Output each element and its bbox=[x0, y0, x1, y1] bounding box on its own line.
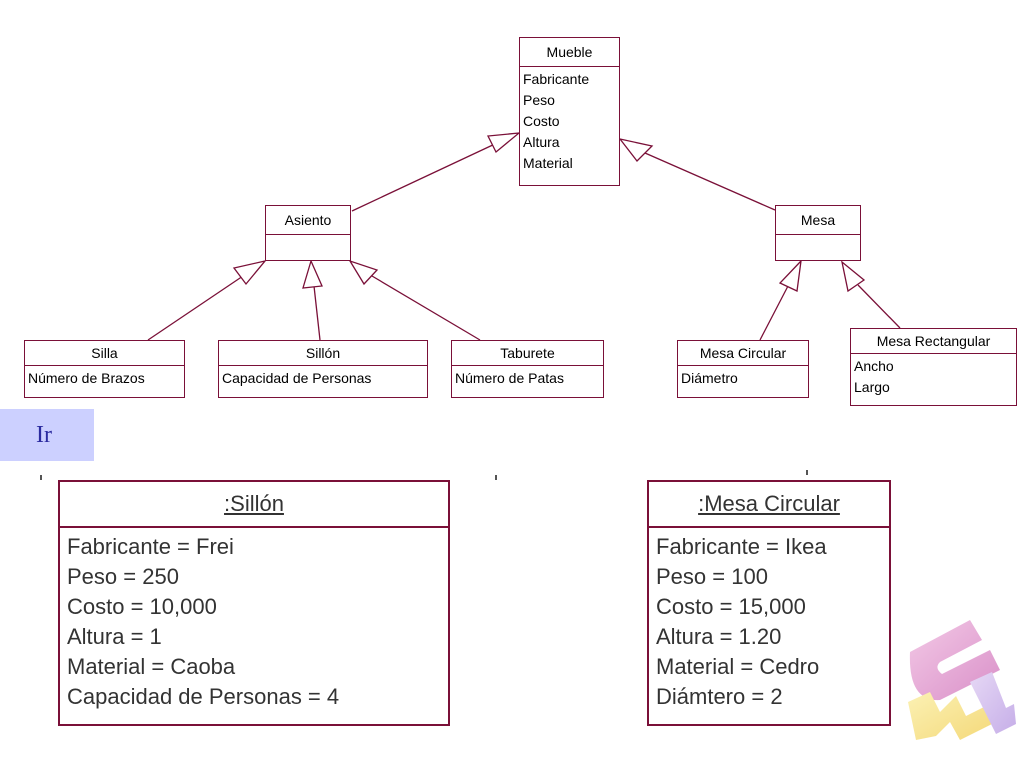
object-attribute: Diámtero = 2 bbox=[656, 684, 783, 709]
separator-mark bbox=[495, 475, 497, 480]
object-attribute: Material = Cedro bbox=[656, 654, 820, 679]
attribute: Altura bbox=[523, 134, 560, 150]
class-name: Silla bbox=[25, 341, 184, 366]
attribute: Número de Brazos bbox=[28, 370, 145, 386]
object-attribute: Capacidad de Personas = 4 bbox=[67, 684, 340, 709]
edge-mesacircular-mesa bbox=[759, 285, 789, 341]
arrowhead-mesa-mueble bbox=[618, 137, 654, 162]
object-attribute: Material = Caoba bbox=[67, 654, 236, 679]
class-name: Taburete bbox=[452, 341, 603, 366]
arrowhead-asiento-mueble bbox=[486, 132, 522, 154]
object-attribute: Peso = 100 bbox=[656, 564, 768, 589]
edge-asiento-mueble bbox=[351, 142, 498, 212]
class-name: Mesa bbox=[776, 206, 860, 235]
class-taburete: Taburete Número de Patas bbox=[451, 340, 604, 398]
class-silla: Silla Número de Brazos bbox=[24, 340, 185, 398]
edge-taburete-asiento bbox=[371, 275, 481, 341]
class-name: Mesa Circular bbox=[678, 341, 808, 366]
object-title: :Mesa Circular bbox=[649, 482, 889, 528]
class-mueble: Mueble Fabricante Peso Costo Altura Mate… bbox=[519, 37, 620, 186]
object-attribute: Fabricante = Ikea bbox=[656, 534, 827, 559]
attribute: Ancho bbox=[854, 358, 894, 374]
ir-button[interactable]: Ir bbox=[0, 409, 94, 461]
arrowhead-mesacircular-mesa bbox=[778, 259, 802, 292]
object-mesa-circular: :Mesa Circular Fabricante = Ikea Peso = … bbox=[647, 480, 891, 726]
attribute: Material bbox=[523, 155, 573, 171]
arrowhead-mesarectangular-mesa bbox=[840, 260, 866, 293]
class-mesa-rectangular: Mesa Rectangular Ancho Largo bbox=[850, 328, 1017, 406]
class-asiento: Asiento bbox=[265, 205, 351, 261]
class-name: Mesa Rectangular bbox=[851, 329, 1016, 354]
attribute: Costo bbox=[523, 113, 560, 129]
object-attribute: Peso = 250 bbox=[67, 564, 179, 589]
class-name: Mueble bbox=[520, 38, 619, 67]
object-attribute: Costo = 15,000 bbox=[656, 594, 806, 619]
arrowhead-sillon-asiento bbox=[302, 259, 323, 289]
edge-sillon-asiento bbox=[313, 285, 321, 341]
attribute: Peso bbox=[523, 92, 555, 108]
attribute: Número de Patas bbox=[455, 370, 564, 386]
attribute: Fabricante bbox=[523, 71, 590, 87]
object-attribute: Altura = 1.20 bbox=[656, 624, 782, 649]
object-attribute: Altura = 1 bbox=[67, 624, 162, 649]
separator-mark bbox=[40, 475, 42, 480]
attribute: Capacidad de Personas bbox=[222, 370, 372, 386]
class-name: Asiento bbox=[266, 206, 350, 235]
class-name: Sillón bbox=[219, 341, 427, 366]
attribute: Largo bbox=[854, 379, 890, 395]
class-mesa: Mesa bbox=[775, 205, 861, 261]
class-mesa-circular: Mesa Circular Diámetro bbox=[677, 340, 809, 398]
object-attribute: Costo = 10,000 bbox=[67, 594, 217, 619]
edge-silla-asiento bbox=[147, 275, 244, 341]
object-sillon: :Sillón Fabricante = Frei Peso = 250 Cos… bbox=[58, 480, 450, 726]
edge-mesarectangular-mesa bbox=[857, 284, 901, 329]
separator-mark bbox=[806, 470, 808, 475]
uml-logo-icon bbox=[908, 620, 1016, 740]
class-sillon: Sillón Capacidad de Personas bbox=[218, 340, 428, 398]
arrowhead-silla-asiento bbox=[232, 259, 267, 286]
object-attribute: Fabricante = Frei bbox=[67, 534, 234, 559]
object-title: :Sillón bbox=[60, 482, 448, 528]
attribute: Diámetro bbox=[681, 370, 738, 386]
edge-mesa-mueble bbox=[644, 152, 776, 211]
arrowhead-taburete-asiento bbox=[348, 259, 379, 286]
